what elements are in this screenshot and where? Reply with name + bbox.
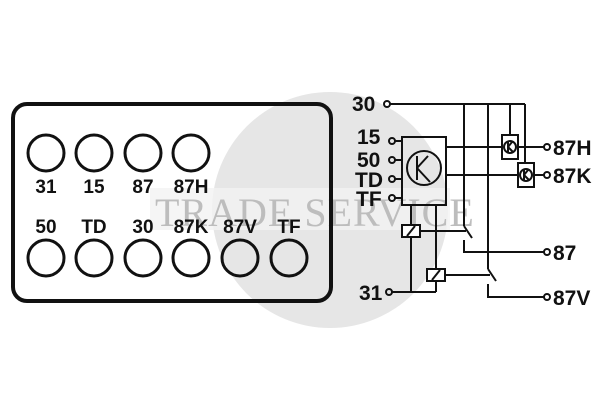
pin-socket (269, 238, 309, 278)
label-87v: 87V (553, 287, 590, 310)
pin-socket (123, 238, 163, 278)
pin-socket (171, 133, 211, 173)
label-tf: TF (356, 188, 382, 211)
pin-socket (26, 238, 66, 278)
label-50: 50 (357, 149, 380, 172)
label-15: 15 (357, 126, 381, 149)
label-87h: 87H (553, 137, 592, 160)
pin-label: 15 (83, 177, 105, 198)
pin-label: 87V (223, 217, 257, 238)
pin-label: 50 (35, 217, 56, 238)
pin-socket (26, 133, 66, 173)
timer-module (401, 136, 447, 206)
label-31: 31 (359, 282, 383, 305)
pin-label: TD (81, 217, 106, 238)
pin-socket (74, 238, 114, 278)
label-87k: 87K (553, 165, 592, 188)
terminal-30 (383, 100, 391, 108)
pin-label: 30 (132, 217, 153, 238)
pin-label: 31 (35, 177, 57, 198)
pin-label: TF (277, 217, 300, 238)
pin-label: 87H (174, 177, 209, 198)
schematic: 30 15 50 TD TF 31 87H 87K 87 87V (352, 93, 592, 310)
pin-socket (171, 238, 211, 278)
connector-outline (11, 102, 333, 303)
pin-socket (123, 133, 163, 173)
label-87: 87 (553, 242, 576, 265)
pin-label: 87 (132, 177, 153, 198)
switch-87v (487, 268, 497, 282)
pin-socket (74, 133, 114, 173)
pin-label: 87K (174, 217, 209, 238)
pin-socket (220, 238, 260, 278)
switch-87 (463, 225, 473, 239)
label-30: 30 (352, 93, 375, 116)
label-td: TD (355, 169, 383, 192)
